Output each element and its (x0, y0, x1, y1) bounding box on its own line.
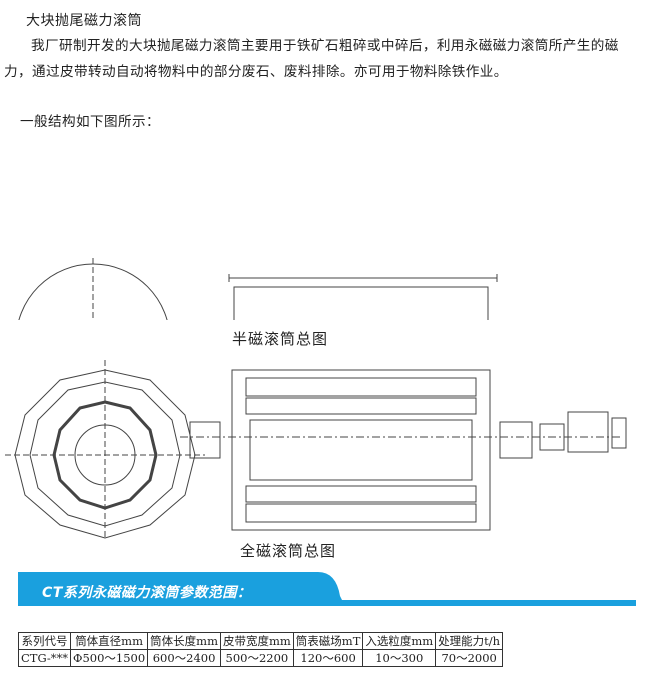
params-banner-title: CT系列永磁磁力滚筒参数范围： (42, 585, 252, 601)
table-header-cell: 系列代号 (17, 632, 72, 650)
table-header-cell: 筒体长度mm (147, 632, 221, 650)
drum-end-view (18, 258, 168, 320)
table-header-cell: 入选粒度mm (362, 632, 437, 650)
table-cell: 600～2400 (147, 649, 221, 667)
drum-side-view (228, 274, 498, 320)
structure-note: 一般结构如下图所示： (20, 114, 160, 130)
intro-paragraph: 我厂研制开发的大块抛尾磁力滚筒主要用于铁矿石粗碎或中碎后，利用永磁磁力滚筒所产生… (4, 38, 619, 80)
table-cell: CTG-*** (17, 649, 72, 667)
half-drum-caption: 半磁滚筒总图 (232, 330, 329, 348)
full-magnetic-drum-drawing (5, 360, 627, 540)
params-table: 系列代号 筒体直径mm 筒体长度mm 皮带宽度mm 筒表磁场mT 入选粒度mm … (17, 632, 504, 667)
drum-end-view (5, 360, 205, 540)
full-drum-caption: 全磁滚筒总图 (240, 542, 337, 560)
table-header-row: 系列代号 筒体直径mm 筒体长度mm 皮带宽度mm 筒表磁场mT 入选粒度mm … (17, 632, 504, 650)
table-cell: 500～2200 (219, 649, 294, 667)
table-header-cell: 筒体直径mm (70, 632, 149, 650)
params-banner-background (18, 572, 636, 606)
table-header-cell: 筒表磁场mT (292, 632, 364, 650)
drum-side-view (180, 369, 627, 531)
table-cell: 120～600 (292, 649, 364, 667)
table-header-cell: 皮带宽度mm (219, 632, 294, 650)
table-cell: Φ500～1500 (70, 649, 149, 667)
table-header-cell: 处理能力t/h (435, 632, 504, 650)
table-row: CTG-*** Φ500～1500 600～2400 500～2200 120～… (17, 649, 504, 667)
table-cell: 10～300 (362, 649, 437, 667)
page-title: 大块抛尾磁力滚筒 (26, 13, 142, 29)
half-magnetic-drum-drawing (18, 258, 498, 320)
table-cell: 70～2000 (435, 649, 504, 667)
